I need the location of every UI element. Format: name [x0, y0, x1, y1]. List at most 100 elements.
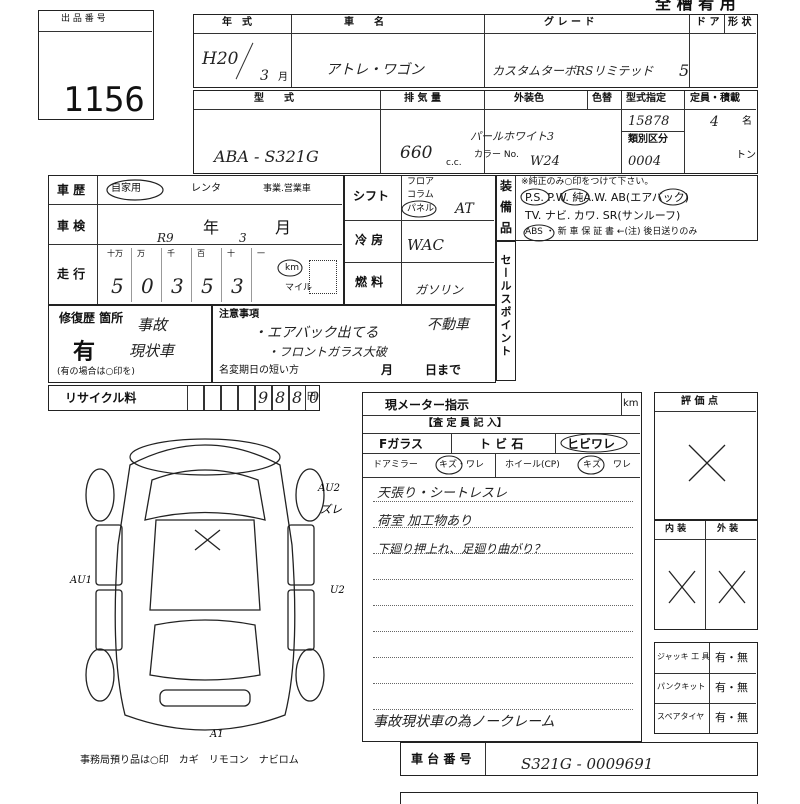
bottom-partial-box	[400, 792, 758, 804]
mileage-digit: 0	[141, 274, 154, 298]
notes-box: 注意事項 ・エアバック出てる ・フロントガラス大破 不動車 名変期日の短い方 月…	[212, 305, 496, 383]
recycle-digit-cell	[238, 386, 255, 410]
mileage-digit-label: 百	[197, 249, 205, 258]
cc-unit: c.c.	[446, 158, 462, 168]
color-name: パールホワイト3	[470, 130, 554, 143]
wheel-circle-mark	[577, 455, 605, 475]
interior-x-mark	[668, 570, 696, 604]
tool-value: 有・無	[715, 711, 748, 724]
spec-box: シフト フロア コラム パネル AT 冷 房 WAC 燃 料 ガソリン	[344, 175, 496, 305]
remark-3: 下廻り押上れ、足廻り曲がり？	[377, 542, 546, 556]
shape-label: 形 状	[728, 17, 752, 28]
history-private: 自家用	[111, 183, 141, 194]
repair-label: 修復歴 箇所	[59, 311, 124, 325]
mirror-label: ドアミラー	[373, 460, 418, 470]
inspection-era: R9	[157, 231, 174, 245]
km-circle-mark	[277, 259, 303, 277]
note-not-running: 不動車	[427, 317, 469, 333]
type-designation-value: 15878	[628, 114, 670, 129]
note-item-1: ・エアバック出てる	[253, 325, 379, 341]
unit-km: km	[285, 263, 299, 273]
capacity-value: 4	[710, 114, 719, 130]
recycle-digit-cell	[272, 386, 289, 410]
mark-u2: U2	[330, 585, 345, 596]
month-unit: 月	[278, 72, 288, 83]
exterior-label: 外 装	[717, 524, 739, 534]
office-note: 事務局預り品は○印 カギ リモコン ナビロム	[80, 755, 299, 766]
tools-box: ジャッキ 工 具有・無パンクキット有・無スペアタイヤ有・無	[654, 642, 758, 734]
chip-label: ト ビ 石	[479, 437, 524, 451]
inspection-month-unit: 月	[275, 218, 292, 237]
crack-label: ヒビワレ	[567, 437, 616, 451]
shift-value: AT	[455, 201, 474, 217]
color-change-label: 色替	[592, 93, 612, 104]
color-no: W24	[530, 154, 560, 169]
wheel-label: ホイール(CP)	[505, 460, 560, 470]
mark-dure: ズレ	[320, 503, 342, 516]
tool-value: 有・無	[715, 681, 748, 694]
mileage-label: 走 行	[57, 267, 86, 281]
mileage-digit-label: 万	[137, 249, 145, 258]
wheel-scratch: キズ	[583, 460, 602, 470]
glass-label: Fガラス	[379, 437, 423, 451]
type-designation-label: 型式指定	[626, 93, 666, 104]
interior-exterior-box: 内 装 外 装	[654, 520, 758, 630]
door-label: ド ア	[696, 17, 720, 28]
recycle-digit: 0	[309, 388, 320, 407]
name-change-label: 名変期日の短い方	[219, 365, 299, 376]
equipment-line1: P.S. P.W. 純A.W. AB(エアバック)	[525, 191, 690, 204]
classification-label: 類別区分	[628, 134, 668, 145]
classification-value: 0004	[628, 154, 662, 169]
recycle-digit-cell	[289, 386, 306, 410]
grade-label: グ レ ー ド	[544, 17, 595, 28]
recycle-label: リサイクル料	[65, 391, 137, 405]
crack-circle-mark	[560, 433, 628, 453]
inspection-label: 車 検	[57, 219, 86, 233]
sales-point-label: セールスポイント	[499, 254, 512, 358]
grade-value: カスタムターボRSリミテッド	[492, 64, 654, 78]
mark-a1: A1	[209, 729, 224, 740]
wheel-crack: ワレ	[613, 460, 632, 470]
year-value: H20	[202, 49, 239, 69]
name-change-day: 日まで	[425, 363, 462, 377]
door-value: 5	[679, 61, 690, 80]
repair-current: 現状車	[129, 342, 175, 360]
recycle-digit-cell	[221, 386, 238, 410]
equipment-box: 装 備 品 ※純正のみ○印をつけて下さい。 P.S. P.W. 純A.W. AB…	[496, 175, 758, 242]
ac-value: WAC	[407, 236, 444, 254]
inspection-year-unit: 年	[203, 218, 220, 237]
chassis-box: 車 台 番 号 S321G - 0009691	[400, 742, 758, 776]
mileage-digit-label: 十万	[107, 249, 123, 258]
car-diagram: AU2 ズレ AU1 U2 A1	[69, 438, 345, 740]
remark-1: 天張り・シートレスレ	[377, 486, 508, 501]
mark-au2: AU2	[317, 483, 340, 494]
load-unit: トン	[736, 150, 756, 161]
repair-accident: 事故	[137, 316, 168, 334]
recycle-digit-cell	[187, 386, 204, 410]
shift-circle-mark	[401, 200, 437, 218]
history-business: 事業.営業車	[263, 184, 311, 194]
repair-note: (有の場合は○印を)	[57, 367, 135, 377]
mileage-digit: 5	[111, 274, 124, 298]
sales-point-box: セールスポイント	[496, 241, 516, 381]
history-box: 車 歴 自家用 レンタ 事業.営業車 車 検 R9 年 3 月 走 行 十万万千…	[48, 175, 344, 305]
model-code: ABA - S321G	[214, 147, 319, 166]
inspection-month: 3	[239, 231, 247, 245]
fuel-label: 燃 料	[355, 275, 384, 289]
recycle-digit-cell	[204, 386, 221, 410]
recycle-digit: 9	[258, 388, 269, 407]
meter-unit: km	[623, 398, 639, 409]
fuel-value: ガソリン	[415, 283, 464, 297]
car-name-label: 車 名	[344, 17, 384, 28]
lot-number-label: 出 品 番 号	[61, 14, 106, 24]
row2-box: 型 式 排 気 量 外装色 色替 型式指定 定員・積載 類別区分 ABA - S…	[193, 90, 758, 174]
equipment-line3: ABS ・ 新 車 保 証 書 ←(注) 後日送りのみ	[525, 227, 698, 237]
unit-mile: マイル	[285, 283, 313, 293]
mark-au1: AU1	[69, 575, 92, 586]
recycle-unit: 円	[307, 392, 317, 402]
year-label: 年 式	[222, 17, 252, 28]
mileage-digit: 3	[231, 274, 244, 298]
month-value: 3	[260, 68, 269, 84]
equipment-line2: TV. ナビ. カワ. SR(サンルーフ)	[525, 209, 681, 222]
